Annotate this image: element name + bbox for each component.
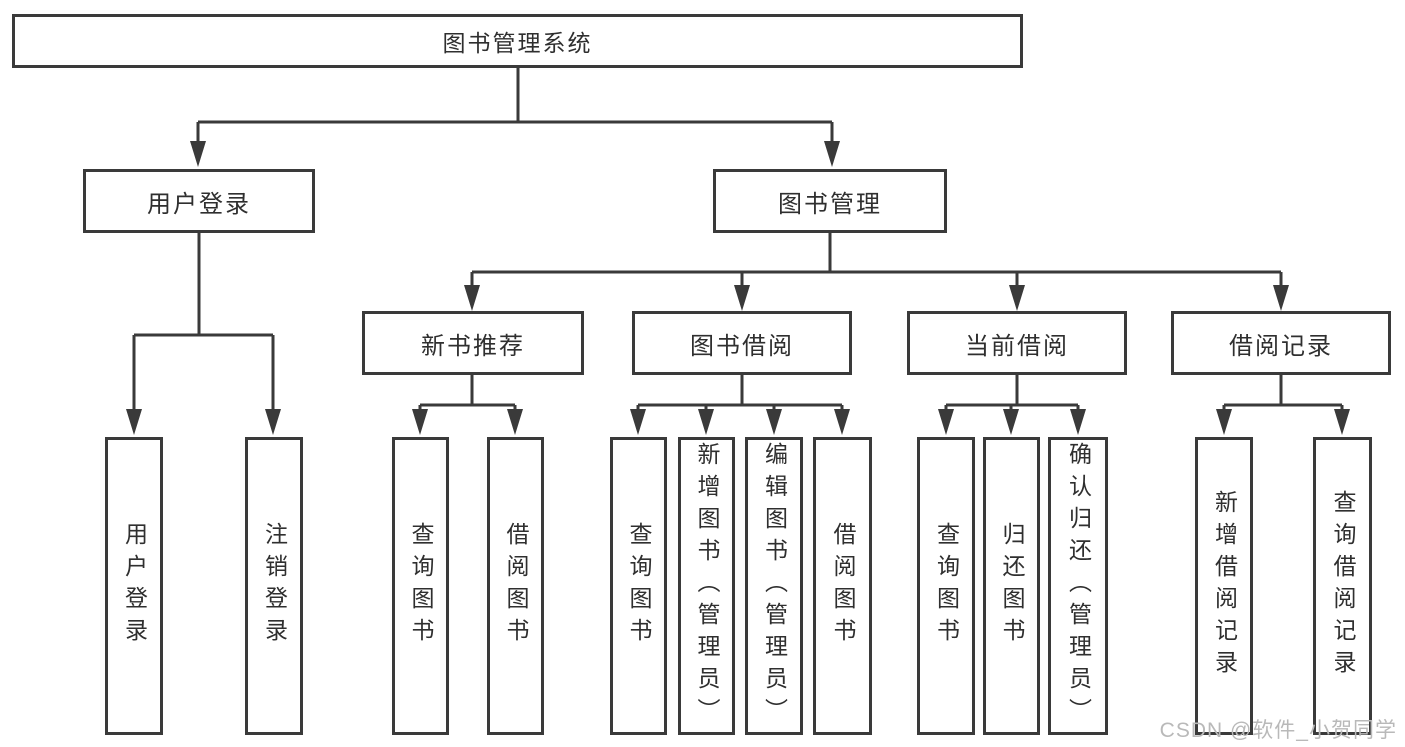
leaf-query-books-recommend: 查询图书 [392,437,449,735]
leaf-add-borrow-record: 新增借阅记录 [1195,437,1253,735]
node-label: 图书借阅 [690,332,794,360]
leaf-logout: 注销登录 [245,437,303,735]
node-label: 用户登录 [121,522,148,650]
node-label: 图书管理系统 [442,30,593,56]
node-label: 注销登录 [261,522,288,650]
node-label: 图书管理 [778,190,882,218]
node-label: 借阅图书 [830,522,856,650]
leaf-query-books-current: 查询图书 [917,437,975,735]
node-new-book-recommendation: 新书推荐 [362,311,584,375]
node-label: 借阅记录 [1229,332,1333,360]
node-label: 编辑图书（管理员） [761,442,788,730]
node-label: 新书推荐 [421,332,525,360]
leaf-query-books-borrowing: 查询图书 [610,437,667,735]
node-label: 归还图书 [999,522,1025,650]
node-label: 新增借阅记录 [1211,490,1238,682]
node-label: 借阅图书 [503,522,529,650]
node-user-login: 用户登录 [83,169,315,233]
leaf-borrow-books-recommend: 借阅图书 [487,437,544,735]
leaf-query-borrow-record: 查询借阅记录 [1313,437,1372,735]
node-label: 确认归还（管理员） [1065,442,1092,730]
node-label: 查询图书 [626,522,652,650]
node-label: 当前借阅 [965,332,1069,360]
leaf-confirm-return-admin: 确认归还（管理员） [1048,437,1108,735]
node-label: 新增图书（管理员） [694,442,720,730]
node-label: 用户登录 [147,190,251,218]
node-book-management: 图书管理 [713,169,947,233]
node-book-borrowing: 图书借阅 [632,311,852,375]
leaf-user-login: 用户登录 [105,437,163,735]
node-library-management-system: 图书管理系统 [12,14,1023,68]
leaf-return-books: 归还图书 [983,437,1040,735]
leaf-borrow-books: 借阅图书 [813,437,872,735]
leaf-add-book-admin: 新增图书（管理员） [678,437,735,735]
node-label: 查询借阅记录 [1330,490,1356,682]
node-borrowing-records: 借阅记录 [1171,311,1391,375]
leaf-edit-book-admin: 编辑图书（管理员） [745,437,803,735]
node-label: 查询图书 [408,522,434,650]
csdn-watermark: CSDN @软件_小贺同学 [1159,719,1397,742]
node-label: 查询图书 [933,522,960,650]
node-current-borrowing: 当前借阅 [907,311,1127,375]
